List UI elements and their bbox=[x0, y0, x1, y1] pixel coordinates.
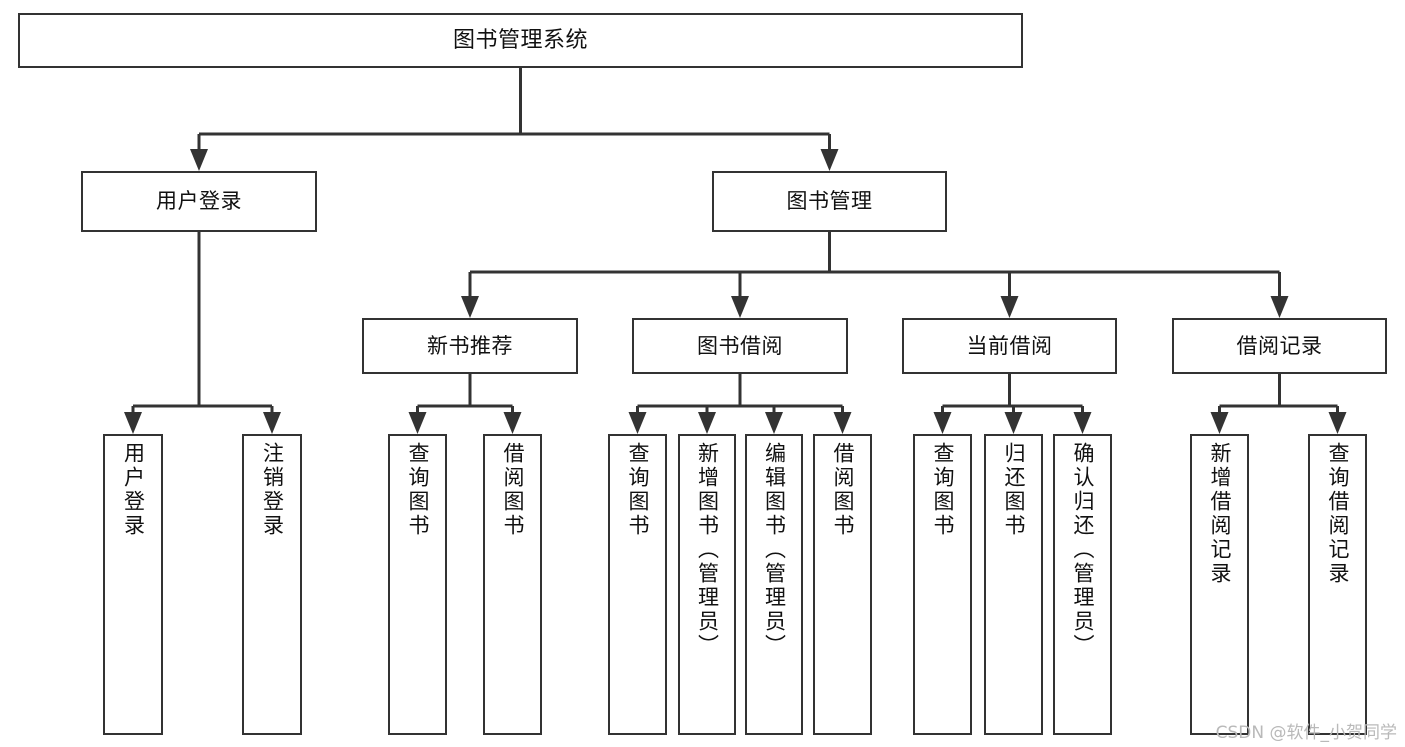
node-leaf-add-book[interactable]: 新增图书（管理员） bbox=[678, 434, 736, 735]
node-leaf-user-logout[interactable]: 注销登录 bbox=[242, 434, 302, 735]
node-leaf-add-record[interactable]: 新增借阅记录 bbox=[1190, 434, 1249, 735]
node-label: 新书推荐 bbox=[427, 333, 513, 358]
node-label: 注销登录 bbox=[260, 442, 285, 538]
node-leaf-confirm-return[interactable]: 确认归还（管理员） bbox=[1053, 434, 1112, 735]
node-book-borrow[interactable]: 图书借阅 bbox=[632, 318, 848, 374]
node-label: 图书管理 bbox=[786, 189, 873, 214]
node-label: 图书借阅 bbox=[697, 333, 783, 358]
watermark: CSDN @软件_小贺同学 bbox=[1215, 723, 1397, 743]
node-leaf-return-book[interactable]: 归还图书 bbox=[984, 434, 1043, 735]
node-label: 当前借阅 bbox=[966, 333, 1053, 358]
node-root[interactable]: 图书管理系统 bbox=[18, 13, 1023, 68]
node-label: 借阅图书 bbox=[831, 442, 855, 538]
node-label: 新增借阅记录 bbox=[1208, 442, 1232, 586]
node-label: 查询借阅记录 bbox=[1326, 442, 1350, 586]
node-current-borrow[interactable]: 当前借阅 bbox=[902, 318, 1117, 374]
node-label: 借阅记录 bbox=[1236, 333, 1323, 358]
node-user-login[interactable]: 用户登录 bbox=[81, 171, 317, 232]
node-label: 用户登录 bbox=[156, 189, 242, 214]
node-label: 新增图书（管理员） bbox=[695, 442, 720, 658]
node-borrow-record[interactable]: 借阅记录 bbox=[1172, 318, 1387, 374]
node-leaf-query-book-3[interactable]: 查询图书 bbox=[913, 434, 972, 735]
node-label: 图书管理系统 bbox=[452, 27, 588, 53]
node-label: 确认归还（管理员） bbox=[1071, 442, 1095, 658]
node-new-book-rec[interactable]: 新书推荐 bbox=[362, 318, 578, 374]
node-leaf-query-record[interactable]: 查询借阅记录 bbox=[1308, 434, 1367, 735]
node-leaf-edit-book[interactable]: 编辑图书（管理员） bbox=[745, 434, 803, 735]
node-label: 借阅图书 bbox=[501, 442, 525, 538]
node-leaf-query-book-1[interactable]: 查询图书 bbox=[388, 434, 447, 735]
node-label: 用户登录 bbox=[121, 442, 146, 538]
node-label: 归还图书 bbox=[1002, 442, 1026, 538]
node-leaf-borrow-book-1[interactable]: 借阅图书 bbox=[483, 434, 542, 735]
node-leaf-user-login[interactable]: 用户登录 bbox=[103, 434, 163, 735]
node-label: 查询图书 bbox=[931, 442, 955, 538]
node-label: 编辑图书（管理员） bbox=[762, 442, 787, 658]
node-label: 查询图书 bbox=[406, 442, 430, 538]
node-leaf-borrow-book-2[interactable]: 借阅图书 bbox=[813, 434, 872, 735]
node-label: 查询图书 bbox=[626, 442, 650, 538]
node-book-manage[interactable]: 图书管理 bbox=[712, 171, 947, 232]
node-leaf-query-book-2[interactable]: 查询图书 bbox=[608, 434, 667, 735]
